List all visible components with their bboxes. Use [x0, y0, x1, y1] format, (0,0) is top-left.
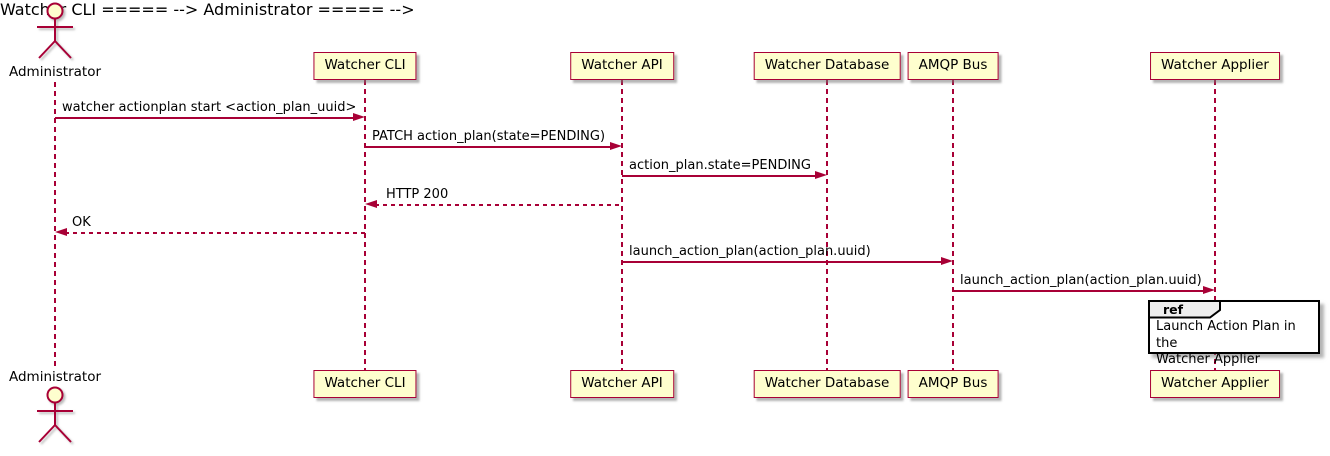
ref-keyword: ref — [1163, 302, 1184, 317]
participant-watcher-api-bottom: Watcher API — [570, 370, 674, 398]
message-1-label: watcher actionplan start <action_plan_uu… — [62, 100, 357, 115]
participant-watcher-cli-top: Watcher CLI — [313, 52, 417, 80]
message-1-arrowhead-icon — [353, 113, 365, 122]
ref-pentagon-icon — [1148, 300, 1221, 319]
participant-watcher-database-bottom: Watcher Database — [753, 370, 901, 398]
participant-watcher-database-top: Watcher Database — [753, 52, 901, 80]
lifeline-administrator — [54, 82, 56, 368]
message-6-label: launch_action_plan(action_plan.uuid) — [629, 244, 871, 259]
message-3-label: action_plan.state=PENDING — [629, 158, 811, 173]
message-3-arrowhead-icon — [815, 171, 827, 180]
actor-label-top: Administrator — [8, 64, 102, 80]
participant-amqp-bus-bottom: AMQP Bus — [907, 370, 999, 398]
actor-icon-bottom — [37, 386, 73, 443]
message-4-arrowhead-icon — [365, 200, 377, 209]
participant-watcher-applier-top: Watcher Applier — [1150, 52, 1280, 80]
actor-icon — [37, 2, 73, 59]
participant-amqp-bus-top: AMQP Bus — [907, 52, 999, 80]
lifeline-watcher-api — [621, 80, 623, 370]
message-1-line — [55, 117, 355, 119]
message-5-line — [65, 232, 365, 234]
actor-label-bottom: Administrator — [8, 369, 102, 385]
lifeline-watcher-cli — [364, 80, 366, 370]
message-7-line — [953, 290, 1205, 292]
message-2-arrowhead-icon — [610, 142, 622, 151]
message-7-label: launch_action_plan(action_plan.uuid) — [960, 273, 1202, 288]
message-2-line — [365, 146, 612, 148]
lifeline-amqp-bus — [952, 80, 954, 370]
lifeline-watcher-applier — [1214, 80, 1216, 370]
message-2-label: PATCH action_plan(state=PENDING) — [372, 129, 606, 144]
participant-watcher-cli-bottom: Watcher CLI — [313, 370, 417, 398]
message-6-arrowhead-icon — [941, 257, 953, 266]
message-6-line — [622, 261, 943, 263]
ref-fragment: ref Launch Action Plan in the Watcher Ap… — [1148, 300, 1320, 367]
message-4-label: HTTP 200 — [386, 187, 449, 202]
ref-text: Launch Action Plan in the Watcher Applie… — [1156, 319, 1296, 367]
participant-watcher-applier-bottom: Watcher Applier — [1150, 370, 1280, 398]
message-5-label: OK — [72, 215, 91, 230]
message-3-line — [622, 175, 817, 177]
message-7-arrowhead-icon — [1203, 286, 1215, 295]
participant-watcher-api-top: Watcher API — [570, 52, 674, 80]
lifeline-watcher-database — [826, 80, 828, 370]
message-4-line — [375, 204, 622, 206]
message-5-arrowhead-icon — [55, 228, 67, 237]
